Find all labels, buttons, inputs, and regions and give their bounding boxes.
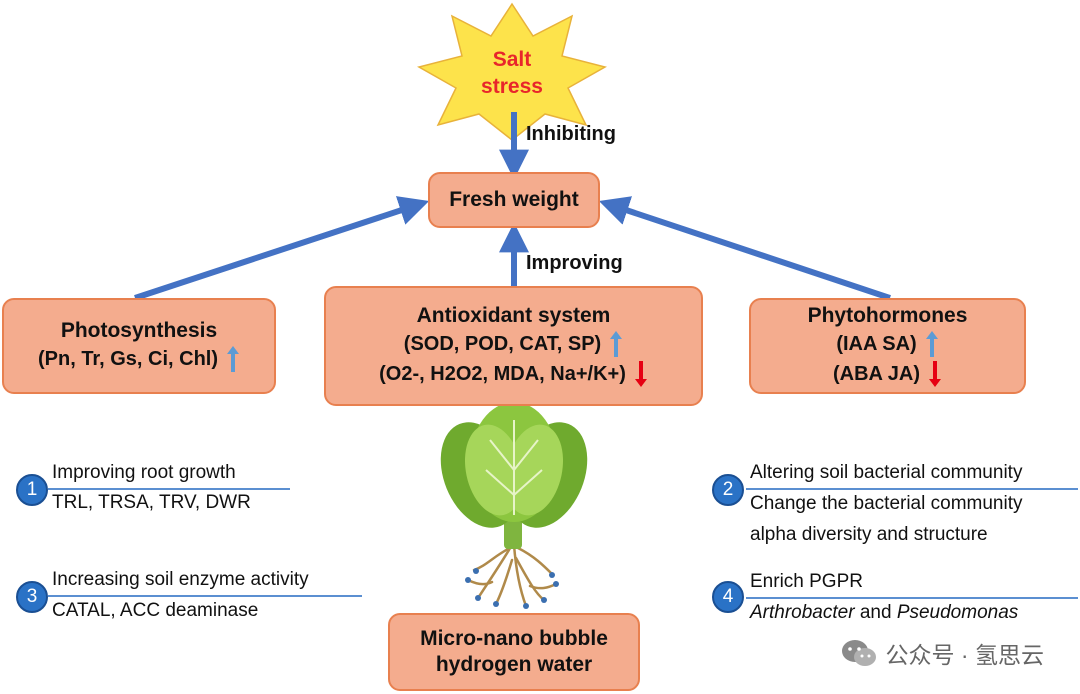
note-number-4: 4 — [712, 581, 744, 613]
note-number-3: 3 — [16, 581, 48, 613]
note-1-divider — [48, 488, 290, 490]
salt-stress-line-2: stress — [481, 75, 543, 98]
note-4-detail: Arthrobacter and Pseudomonas — [750, 601, 1018, 625]
photosynthesis-title: Photosynthesis — [60, 319, 218, 342]
antioxidant-title: Antioxidant system — [416, 304, 611, 327]
genus-arthrobacter: Arthrobacter — [750, 602, 855, 623]
phytohormones-increased: (IAA SA) — [836, 333, 917, 355]
salt-stress-label: Salt stress — [462, 46, 562, 100]
phytohormones-increase-row: (IAA SA) — [836, 329, 938, 359]
note-2-detail-2: alpha diversity and structure — [750, 524, 988, 545]
photosynthesis-items-row: (Pn, Tr, Gs, Ci, Chl) — [38, 344, 240, 374]
fresh-weight-box: Fresh weight — [428, 172, 600, 228]
lettuce-plant-icon — [440, 402, 588, 609]
photosynthesis-items: (Pn, Tr, Gs, Ci, Chl) — [37, 348, 219, 370]
inhibiting-label: Inhibiting — [526, 123, 616, 145]
decrease-arrow-icon — [929, 361, 942, 387]
antioxidant-increase-row: (SOD, POD, CAT, SP) — [404, 329, 623, 359]
watermark-text: 公众号 · 氢思云 — [885, 642, 1044, 668]
antioxidant-oxidative-markers: (O2-, H2O2, MDA, Na+/K+) — [379, 363, 626, 385]
wechat-icon — [841, 640, 876, 666]
fresh-weight-label: Fresh weight — [449, 188, 579, 211]
increase-arrow-icon — [610, 331, 623, 357]
phytohormones-decreased: (ABA JA) — [832, 363, 921, 385]
note-2-divider — [746, 488, 1078, 490]
note-1-detail: TRL, TRSA, TRV, DWR — [52, 492, 251, 513]
note-number-1: 1 — [16, 474, 48, 506]
phytohormones-title: Phytohormones — [807, 304, 968, 327]
phytohormones-decrease-row: (ABA JA) — [833, 359, 942, 389]
phytohormones-box: Phytohormones (IAA SA) (ABA JA) — [749, 298, 1026, 394]
photosynthesis-box: Photosynthesis (Pn, Tr, Gs, Ci, Chl) — [2, 298, 276, 394]
antioxidant-enzymes: (SOD, POD, CAT, SP) — [403, 333, 602, 355]
note-1-title: Improving root growth — [52, 462, 236, 483]
phytohormones-arrow — [598, 196, 891, 301]
note-2-title: Altering soil bacterial community — [750, 462, 1023, 483]
note-2-detail-1: Change the bacterial community — [750, 493, 1023, 514]
antioxidant-decrease-row: (O2-, H2O2, MDA, Na+/K+) — [379, 359, 648, 389]
improving-label: Improving — [526, 252, 623, 274]
antioxidant-system-box: Antioxidant system (SOD, POD, CAT, SP) (… — [324, 286, 703, 406]
note-4-title: Enrich PGPR — [750, 571, 863, 592]
note-3-detail: CATAL, ACC deaminase — [52, 600, 259, 621]
photosynthesis-arrow — [134, 196, 430, 301]
hydrogen-water-line-2: hydrogen water — [435, 653, 593, 676]
decrease-arrow-icon — [634, 361, 647, 387]
watermark: 公众号 · 氢思云 — [840, 636, 1044, 670]
hydrogen-water-box: Micro-nano bubble hydrogen water — [388, 613, 640, 691]
note-3-title: Increasing soil enzyme activity — [52, 569, 309, 590]
increase-arrow-icon — [227, 346, 240, 372]
increase-arrow-icon — [925, 331, 938, 357]
hydrogen-water-line-1: Micro-nano bubble — [420, 627, 608, 650]
note-4-divider — [746, 597, 1078, 599]
note-number-2: 2 — [712, 474, 744, 506]
genus-pseudomonas: Pseudomonas — [896, 602, 1019, 623]
genus-connector: and — [859, 602, 892, 623]
salt-stress-line-1: Salt — [492, 48, 532, 71]
note-3-divider — [48, 595, 362, 597]
